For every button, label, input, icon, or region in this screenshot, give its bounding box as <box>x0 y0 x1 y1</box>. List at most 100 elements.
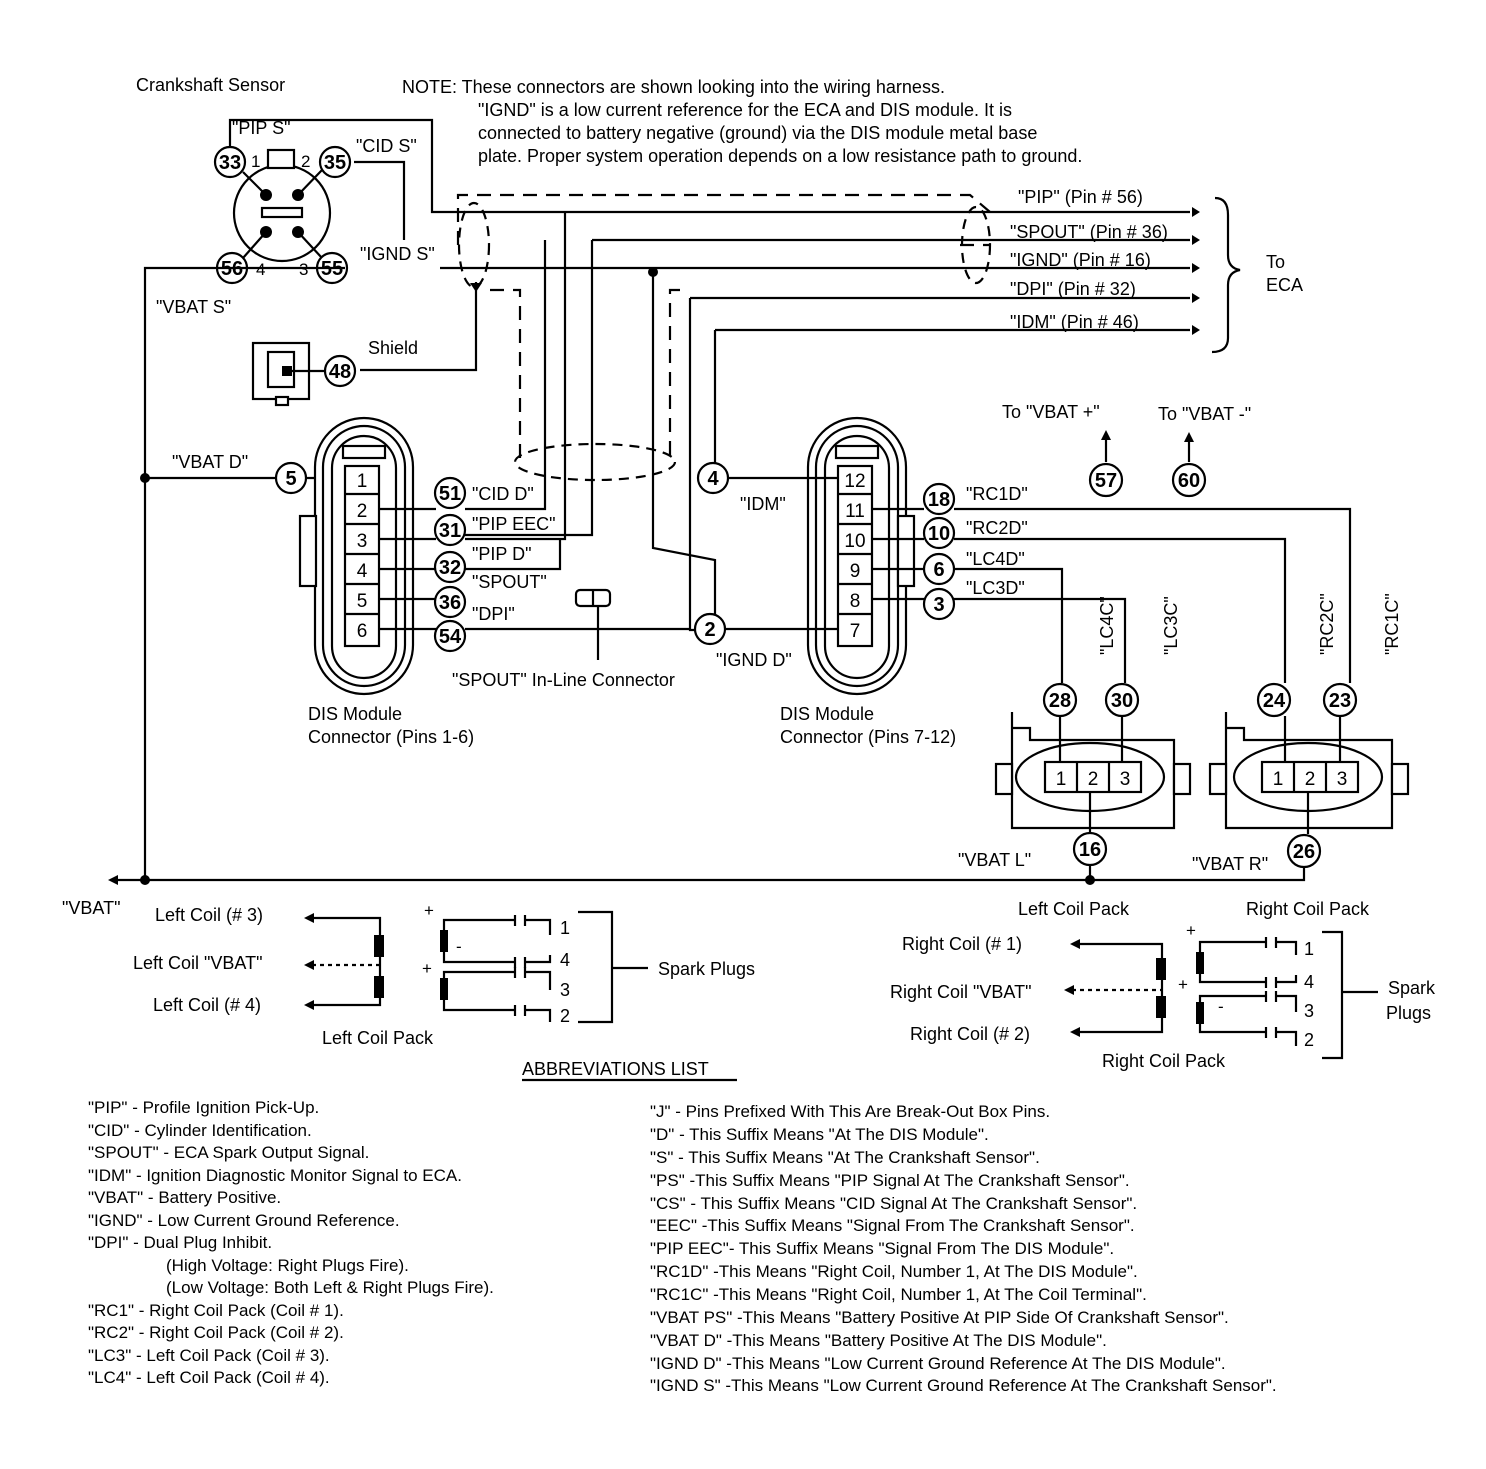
pin-23: 23 <box>1329 690 1351 712</box>
ignd-d-label: "IGND D" <box>716 650 792 670</box>
abbreviations-title: ABBREVIATIONS LIST <box>522 1059 709 1079</box>
abbr-left-8: (Low Voltage: Both Left & Right Plugs Fi… <box>166 1278 494 1297</box>
abbr-right-7: "RC1D" -This Means "Right Coil, Number 1… <box>650 1262 1138 1281</box>
dis2-caption-2: Connector (Pins 7-12) <box>780 727 956 747</box>
left-coil-vbat-label: Left Coil "VBAT" <box>133 953 263 973</box>
right-pack-minus: - <box>1218 997 1224 1016</box>
pin-36: 36 <box>439 592 461 614</box>
abbreviations-list: ABBREVIATIONS LIST "PIP" - Profile Ignit… <box>88 1059 1277 1395</box>
abbr-right-5: "EEC" -This Suffix Means "Signal From Th… <box>650 1216 1135 1235</box>
left-coil-cell-3: 3 <box>1120 769 1131 790</box>
left-plug-4: 4 <box>560 950 570 970</box>
left-coil-cell-1: 1 <box>1056 769 1067 790</box>
right-coil-2-label: Right Coil (# 2) <box>910 1024 1030 1044</box>
sensor-key <box>266 148 296 170</box>
dis2-cell-9: 9 <box>850 561 861 582</box>
left-coil-pack-top-label: Left Coil Pack <box>1018 899 1130 919</box>
sensor-pin-3: 3 <box>299 260 308 279</box>
pin-30: 30 <box>1111 690 1133 712</box>
dis-module-connector-1: 1 2 3 4 5 6 51 31 32 36 54 "CID D" "PIP … <box>298 212 690 747</box>
rc1d-label: "RC1D" <box>966 484 1028 504</box>
spout-label: "SPOUT" <box>472 572 547 592</box>
left-coil-4-label: Left Coil (# 4) <box>153 995 261 1015</box>
pip-s-label: "PIP S" <box>232 118 290 138</box>
abbr-left-4: "VBAT" - Battery Positive. <box>88 1188 281 1207</box>
pin-51: 51 <box>439 483 461 505</box>
abbr-right-8: "RC1C" -This Means "Right Coil, Number 1… <box>650 1285 1147 1304</box>
dis2-cell-11: 11 <box>845 501 865 522</box>
right-coil-cell-1: 1 <box>1273 769 1284 790</box>
dis1-caption-1: DIS Module <box>308 704 402 724</box>
right-plugs-label: Plugs <box>1386 1003 1431 1023</box>
eca-label: ECA <box>1266 275 1303 295</box>
pin-60: 60 <box>1178 470 1200 492</box>
sensor-pin-4: 4 <box>256 260 265 279</box>
dis1-cell-5: 5 <box>357 591 368 612</box>
left-plug-2: 2 <box>560 1006 570 1026</box>
dis2-cell-12: 12 <box>844 471 865 492</box>
rc1c-label: "RC1C" <box>1382 593 1402 655</box>
pin-32: 32 <box>439 557 461 579</box>
vbat-label: "VBAT" <box>62 898 120 918</box>
spout-inline-label: "SPOUT" In-Line Connector <box>452 670 675 690</box>
abbr-left-6: "DPI" - Dual Plug Inhibit. <box>88 1233 272 1252</box>
right-plug-2: 2 <box>1304 1030 1314 1050</box>
spout-inline-connector: "SPOUT" In-Line Connector <box>452 588 675 690</box>
left-coil-pack-caption: Left Coil Pack <box>322 1028 434 1048</box>
pin-24: 24 <box>1263 690 1286 712</box>
vbat-d-wire: 5 "VBAT D" <box>140 452 345 880</box>
pin-26: 26 <box>1293 841 1315 863</box>
right-coil-pack-caption: Right Coil Pack <box>1102 1051 1226 1071</box>
rc2d-label: "RC2D" <box>966 518 1028 538</box>
abbr-right-6: "PIP EEC"- This Suffix Means "Signal Fro… <box>650 1239 1114 1258</box>
right-plug-1: 1 <box>1304 939 1314 959</box>
crankshaft-sensor-title: Crankshaft Sensor <box>136 75 285 95</box>
note-line-3: connected to battery negative (ground) v… <box>478 123 1037 143</box>
shield-connector: 48 Shield <box>251 338 418 407</box>
eca-pip-label: "PIP" (Pin # 56) <box>1018 187 1143 207</box>
to-eca-label: To <box>1266 252 1285 272</box>
idm-label: "IDM" <box>740 494 786 514</box>
pin-16: 16 <box>1079 839 1101 861</box>
left-pack-plus-1: + <box>424 901 434 920</box>
pin-10: 10 <box>928 523 950 545</box>
dis1-cell-4: 4 <box>357 561 368 582</box>
vbat-s-label: "VBAT S" <box>156 297 231 317</box>
lc4d-label: "LC4D" <box>966 549 1025 569</box>
dis1-cell-3: 3 <box>357 531 368 552</box>
eca-dpi-label: "DPI" (Pin # 32) <box>1010 279 1136 299</box>
abbr-right-0: "J" - Pins Prefixed With This Are Break-… <box>650 1102 1050 1121</box>
sensor-pin-1: 1 <box>251 152 260 171</box>
vbat-l-label: "VBAT L" <box>958 850 1031 870</box>
abbr-right-10: "VBAT D" -This Means "Battery Positive A… <box>650 1331 1107 1350</box>
crankshaft-sensor: Crankshaft Sensor "PIP S" "CID S" "IGND … <box>136 75 435 317</box>
right-coil-vbat-label: Right Coil "VBAT" <box>890 982 1032 1002</box>
pin-57: 57 <box>1095 470 1117 492</box>
dis1-caption-2: Connector (Pins 1-6) <box>308 727 474 747</box>
pin-54: 54 <box>439 626 462 648</box>
pin-31: 31 <box>439 520 461 542</box>
abbr-left-11: "LC3" - Left Coil Pack (Coil # 3). <box>88 1346 330 1365</box>
vbat-d-label: "VBAT D" <box>172 452 248 472</box>
pin-28: 28 <box>1049 690 1071 712</box>
abbr-right-1: "D" - This Suffix Means "At The DIS Modu… <box>650 1125 989 1144</box>
eca-wires: "PIP" (Pin # 56) "SPOUT" (Pin # 36) "IGN… <box>143 118 1303 632</box>
pip-d-label: "PIP D" <box>472 544 531 564</box>
sensor-pin-2: 2 <box>301 152 310 171</box>
note-line-4: plate. Proper system operation depends o… <box>478 146 1082 166</box>
abbr-right-9: "VBAT PS" -This Means "Battery Positive … <box>650 1308 1229 1327</box>
note-line-1: NOTE: These connectors are shown looking… <box>402 77 945 97</box>
abbr-left-3: "IDM" - Ignition Diagnostic Monitor Sign… <box>88 1166 462 1185</box>
left-pack-minus: - <box>456 937 462 956</box>
right-spark-label: Spark <box>1388 978 1436 998</box>
abbr-left-2: "SPOUT" - ECA Spark Output Signal. <box>88 1143 369 1162</box>
abbr-left-9: "RC1" - Right Coil Pack (Coil # 1). <box>88 1301 344 1320</box>
right-pack-plus-1: + <box>1186 921 1196 940</box>
right-plug-4: 4 <box>1304 972 1314 992</box>
left-coil-pack: Left Coil (# 3) Left Coil "VBAT" Left Co… <box>133 901 755 1048</box>
dis1-cell-1: 1 <box>357 471 368 492</box>
left-coil-cell-2: 2 <box>1088 769 1099 790</box>
abbr-left-1: "CID" - Cylinder Identification. <box>88 1121 312 1140</box>
cid-d-label: "CID D" <box>472 484 534 504</box>
